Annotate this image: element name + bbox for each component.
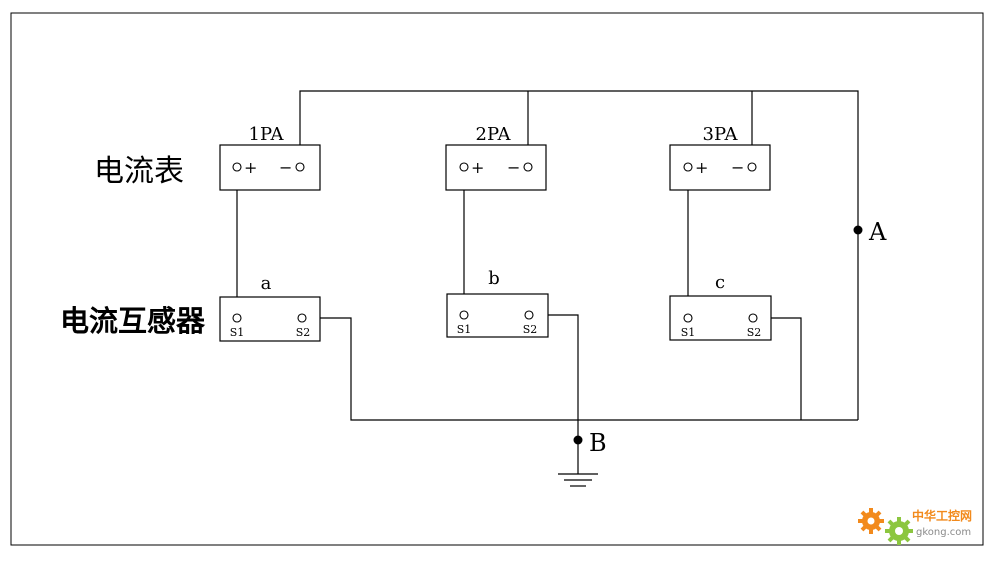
- ct-name-a: a: [261, 273, 272, 294]
- s1-label-a: S1: [230, 326, 245, 339]
- minus-sign-1pa: −: [279, 158, 292, 177]
- terminal-c-s1: [683, 313, 693, 323]
- plus-sign-1pa: +: [244, 158, 257, 177]
- outer-frame: [10, 12, 984, 546]
- node-b-label: B: [589, 429, 607, 457]
- ammeter-name-2pa: 2PA: [476, 124, 512, 145]
- terminal-a-s1: [232, 313, 242, 323]
- terminal-a-s2: [297, 313, 307, 323]
- minus-sign-2pa: −: [507, 158, 520, 177]
- ammeter-row-label: 电流表: [94, 154, 184, 189]
- s1-label-c: S1: [681, 326, 696, 339]
- wire-c-s2: [758, 317, 802, 420]
- terminal-2pa-plus: [459, 162, 469, 172]
- s2-label-c: S2: [747, 326, 762, 339]
- ammeter-name-3pa: 3PA: [703, 124, 739, 145]
- ct-row-label: 电流互感器: [60, 304, 206, 338]
- watermark-title: 中华工控网: [912, 508, 972, 523]
- watermark: 中华工控网 gkong.com: [858, 508, 972, 545]
- wire-b-s2-to-ground: [534, 314, 579, 474]
- minus-sign-3pa: −: [731, 158, 744, 177]
- bottom-bus-wire: [307, 317, 858, 421]
- ct-name-c: c: [715, 272, 725, 293]
- node-b-dot: [573, 435, 583, 445]
- terminal-c-s2: [748, 313, 758, 323]
- gear-orange-icon: [858, 508, 884, 534]
- terminal-2pa-minus: [523, 162, 533, 172]
- plus-sign-2pa: +: [471, 158, 484, 177]
- node-a-dot: [853, 225, 863, 235]
- node-a-label: A: [868, 218, 887, 246]
- top-bus-wire: [299, 90, 859, 420]
- ct-name-b: b: [488, 268, 500, 289]
- s2-label-b: S2: [523, 323, 538, 336]
- plus-sign-3pa: +: [695, 158, 708, 177]
- ammeter-name-1pa: 1PA: [249, 124, 285, 145]
- terminal-1pa-minus: [295, 162, 305, 172]
- wires: [236, 90, 859, 487]
- watermark-url: gkong.com: [916, 527, 971, 538]
- s1-label-b: S1: [457, 323, 472, 336]
- gear-green-icon: [885, 517, 913, 545]
- terminal-b-s2: [524, 310, 534, 320]
- terminal-3pa-minus: [747, 162, 757, 172]
- terminal-b-s1: [459, 310, 469, 320]
- s2-label-a: S2: [296, 326, 311, 339]
- terminal-3pa-plus: [683, 162, 693, 172]
- terminal-1pa-plus: [232, 162, 242, 172]
